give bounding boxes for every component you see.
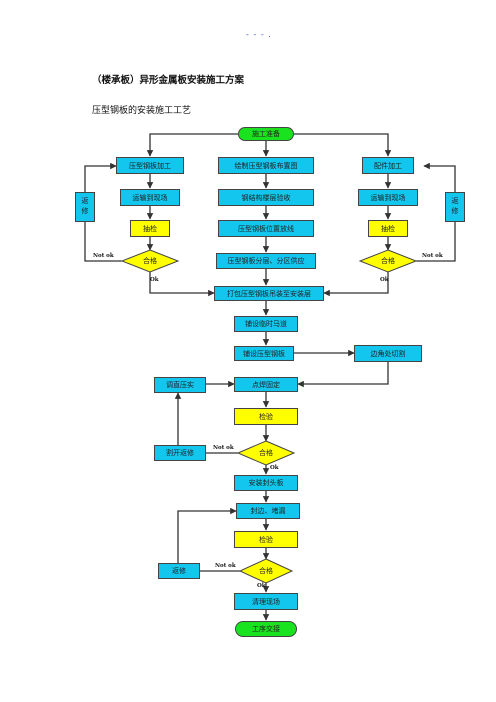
lay-steel-plate: 铺设压型钢板 [234, 346, 294, 361]
not-ok-mid: Not ok [213, 445, 234, 451]
section-title: 压型钢板的安装施工工艺 [92, 106, 192, 116]
rework-right-label: 返修 [451, 197, 459, 217]
decision-bottom-label: 合格 [259, 567, 273, 575]
document-title: （楼承板）异形金属板安装施工方案 [92, 75, 245, 86]
install-end-plate: 安装封头板 [234, 475, 298, 491]
not-ok-left: Not ok [93, 253, 114, 259]
repair-box: 返修 [158, 563, 200, 579]
sample-check-right: 抽检 [368, 220, 408, 237]
clean-site: 清理现场 [234, 593, 298, 610]
ok-right: Ok [380, 277, 389, 283]
not-ok-right: Not ok [422, 253, 443, 259]
start-terminal: 施工准备 [238, 127, 294, 141]
decision-mid-label: 合格 [259, 449, 273, 457]
decision-mid [236, 440, 296, 466]
decision-right-label: 合格 [381, 257, 395, 265]
adjust-press: 调直压实 [154, 377, 206, 393]
edge-cutting: 边角处切割 [354, 345, 422, 362]
header-mark: - - - . [246, 30, 272, 39]
ok-left: Ok [150, 277, 159, 283]
transport-left: 运输到现场 [120, 189, 180, 206]
transport-right: 运输到现场 [358, 189, 418, 206]
temporary-walkway: 铺设临时马道 [234, 316, 298, 332]
seal-edges: 封边、堵漏 [236, 503, 300, 519]
accessory-processing: 配件加工 [362, 157, 414, 174]
cut-open-rework: 割开返修 [154, 445, 206, 461]
draw-layout-plan: 绘制压型钢板布置图 [218, 157, 314, 174]
layout-line: 压型钢板位置放线 [218, 220, 314, 237]
distribute-by-zone: 压型钢板分层、分区供应 [216, 253, 316, 269]
inspection-2: 检验 [234, 531, 298, 548]
rework-right: 返修 [445, 192, 465, 222]
rework-left-label: 返修 [81, 197, 89, 217]
inspection-1: 检验 [234, 408, 298, 425]
decision-bottom [238, 558, 294, 584]
finish-terminal: 工序交接 [235, 621, 297, 637]
spot-weld-fix: 点焊固定 [234, 377, 298, 392]
ok-bottom: Ok [257, 583, 266, 589]
decision-left-label: 合格 [143, 257, 157, 265]
verify-steel-floor: 钢结构楼层验收 [218, 189, 314, 206]
ok-mid: Ok [270, 465, 279, 471]
not-ok-bottom: Not ok [215, 563, 236, 569]
lift-to-floor: 打包压型钢板吊装至安装层 [214, 286, 324, 301]
steel-plate-processing: 压型钢板加工 [116, 157, 184, 174]
rework-left: 返修 [75, 192, 95, 222]
decision-left [120, 249, 180, 273]
sample-check-left: 抽检 [130, 220, 170, 237]
decision-right [358, 249, 418, 273]
